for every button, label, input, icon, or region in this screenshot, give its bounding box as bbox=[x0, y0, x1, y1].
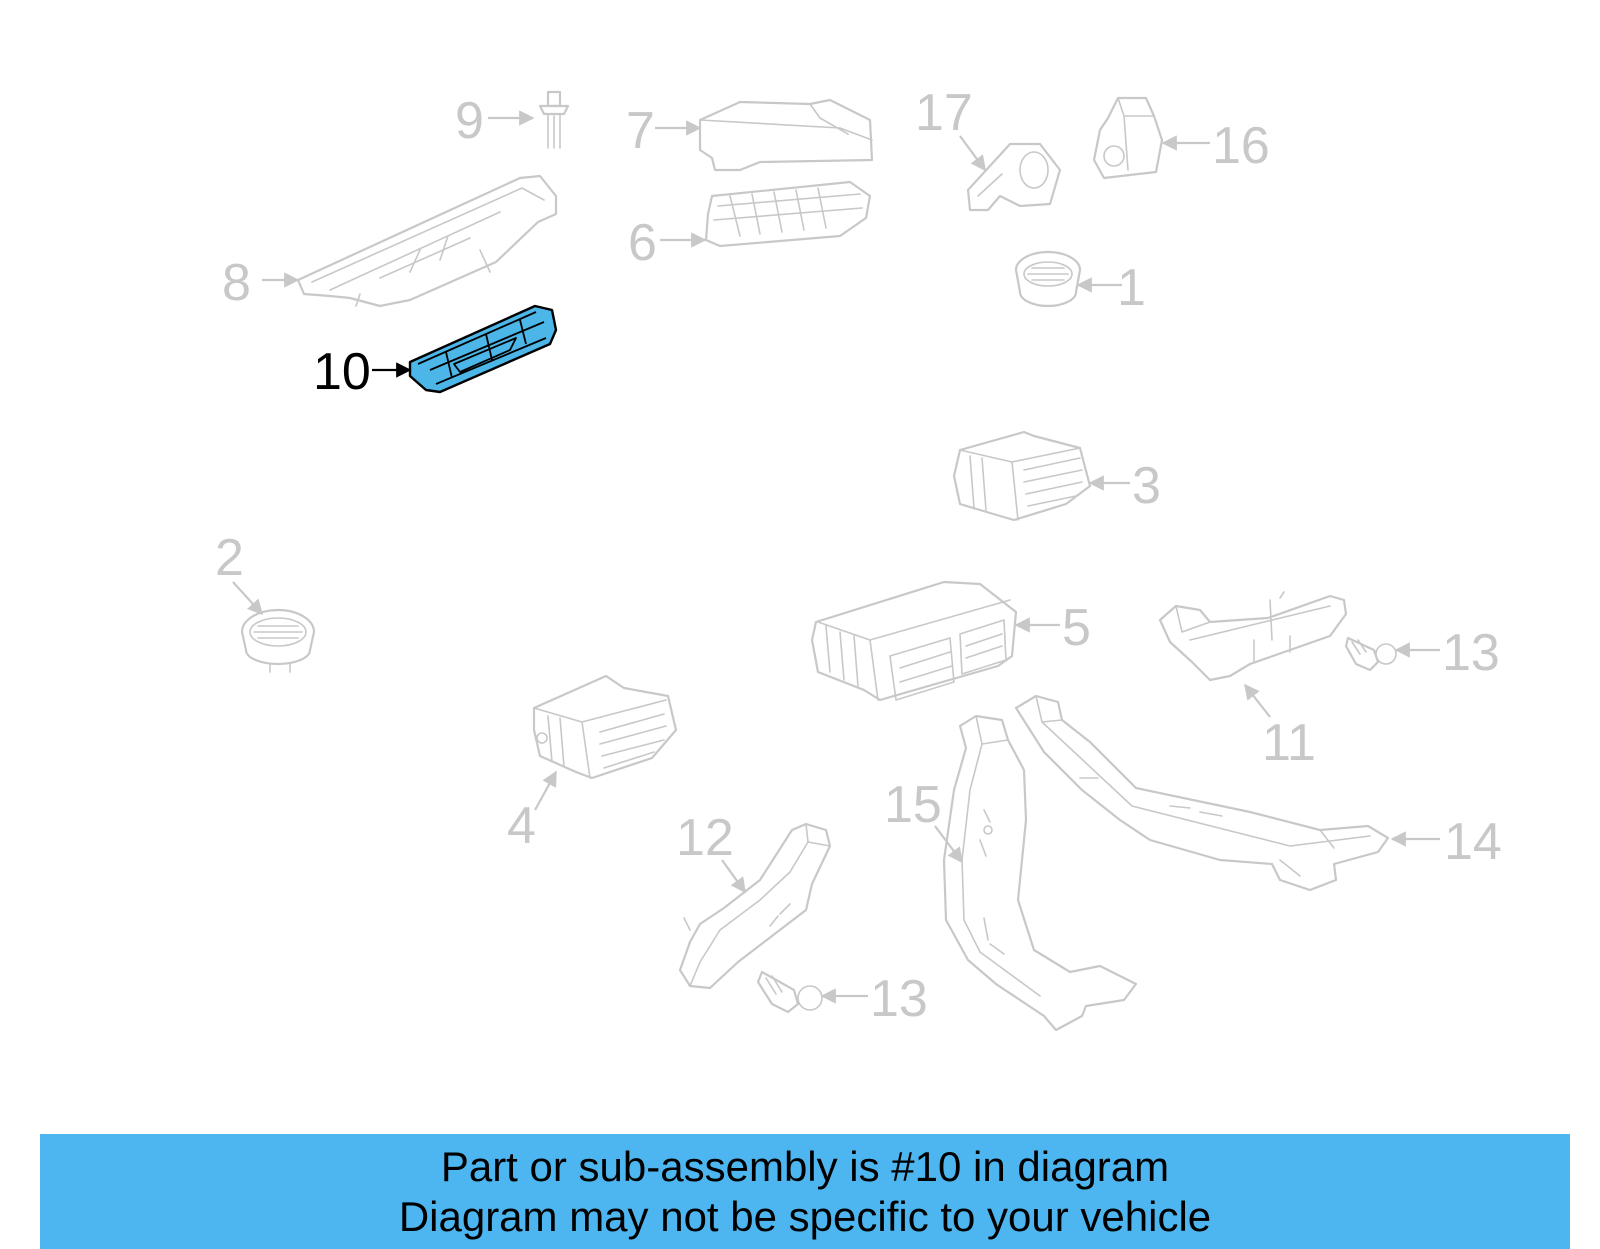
callout-17: 17 bbox=[915, 84, 973, 142]
callout-12: 12 bbox=[676, 809, 734, 867]
callout-3: 3 bbox=[1132, 457, 1161, 515]
callout-13-bottom: 13 bbox=[870, 970, 928, 1028]
callout-16: 16 bbox=[1212, 117, 1270, 175]
callout-9: 9 bbox=[455, 92, 484, 150]
part-5-center-vent[interactable] bbox=[810, 580, 1018, 702]
part-10-highlighted-vent[interactable] bbox=[408, 304, 558, 394]
callout-14: 14 bbox=[1444, 813, 1502, 871]
callout-13-right: 13 bbox=[1442, 624, 1500, 682]
callout-5: 5 bbox=[1062, 599, 1091, 657]
callout-11: 11 bbox=[1262, 714, 1316, 772]
part-4-side-vent[interactable] bbox=[532, 674, 678, 780]
part-6-grille[interactable] bbox=[704, 180, 872, 248]
part-9-clip[interactable] bbox=[538, 90, 570, 149]
part-14-long-duct[interactable] bbox=[1014, 694, 1390, 892]
callout-6: 6 bbox=[628, 214, 657, 272]
part-7-bracket[interactable] bbox=[698, 98, 874, 172]
part-12-small-duct[interactable] bbox=[678, 822, 832, 990]
callout-7: 7 bbox=[626, 102, 655, 160]
part-17-sensor[interactable] bbox=[966, 142, 1062, 212]
callout-10: 10 bbox=[313, 343, 371, 401]
part-11-duct[interactable] bbox=[1158, 591, 1348, 682]
callout-2: 2 bbox=[215, 529, 244, 587]
part-13-screw-bottom[interactable] bbox=[756, 970, 823, 1014]
banner-line-2: Diagram may not be specific to your vehi… bbox=[398, 1193, 1212, 1240]
part-2-round-vent[interactable] bbox=[240, 608, 316, 673]
callout-4: 4 bbox=[507, 797, 536, 855]
diagram-notice-banner: Part or sub-assembly is #10 in diagram D… bbox=[40, 1134, 1570, 1249]
part-16-sensor-plug[interactable] bbox=[1092, 96, 1164, 180]
callout-1: 1 bbox=[1117, 259, 1146, 317]
part-15-vertical-duct[interactable] bbox=[942, 714, 1138, 1032]
banner-line-1: Part or sub-assembly is #10 in diagram bbox=[440, 1143, 1170, 1190]
part-8-duct-trim[interactable] bbox=[296, 174, 558, 308]
callout-15: 15 bbox=[884, 776, 942, 834]
part-1-round-vent[interactable] bbox=[1014, 250, 1082, 308]
part-13-screw-right[interactable] bbox=[1344, 636, 1397, 672]
part-3-side-vent[interactable] bbox=[952, 430, 1092, 522]
callout-8: 8 bbox=[222, 254, 251, 312]
